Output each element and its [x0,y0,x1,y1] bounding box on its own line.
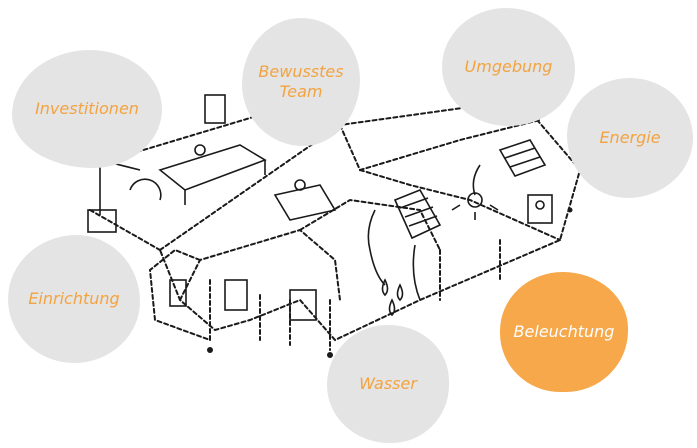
category-label: Umgebung [464,57,553,76]
category-wasser[interactable]: Wasser [327,325,449,443]
category-investitionen[interactable]: Investitionen [12,50,162,168]
category-label: Investitionen [35,99,139,118]
category-label: Beleuchtung [513,322,615,341]
category-label: Einrichtung [28,289,120,308]
category-energie[interactable]: Energie [567,78,693,198]
category-einrichtung[interactable]: Einrichtung [8,235,140,363]
category-beleuchtung[interactable]: Beleuchtung [500,272,628,392]
category-bewusstes-team[interactable]: Bewusstes Team [242,18,360,146]
category-umgebung[interactable]: Umgebung [442,8,575,126]
category-label: Wasser [359,374,417,393]
category-label: Bewusstes Team [258,62,344,101]
category-label: Energie [599,128,661,147]
